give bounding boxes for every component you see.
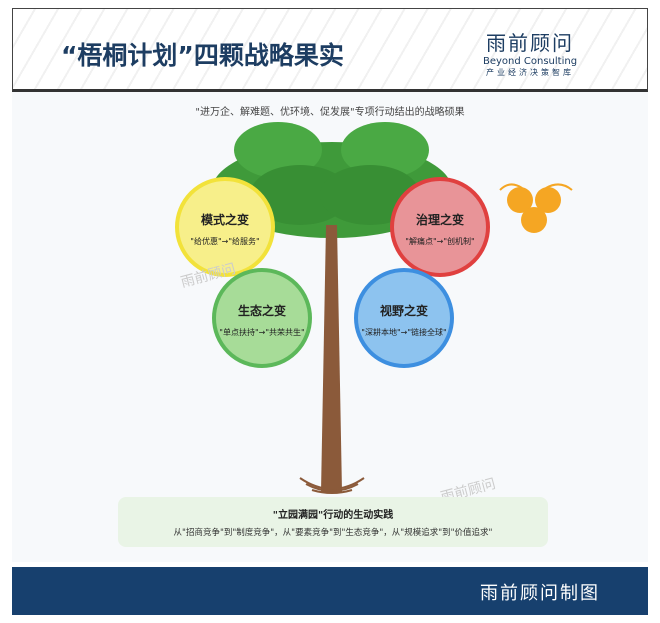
fruit-ecology-change: 生态之变 "单点扶持"→"共荣共生" (212, 268, 312, 368)
practice-box: "立园满园"行动的生动实践 从"招商竞争"到"制度竞争"，从"要素竞争"到"生态… (118, 497, 548, 547)
logo: 雨前顾问 Beyond Consulting 产业经济决策智库 (483, 27, 577, 78)
fruit-text: "解痛点"→"创机制" (405, 237, 475, 246)
tree-trunk (321, 225, 342, 492)
fruit-mode-change: 模式之变 "给优惠"→"给服务" (175, 177, 275, 277)
footer-credit: 雨前顾问制图 (480, 583, 600, 604)
fruit-text: "深耕本地"→"链接全球" (361, 328, 447, 337)
diagram-subtitle: "进万企、解难题、优环境、促发展"专项行动结出的战略硕果 (195, 107, 465, 118)
practice-text: 从"招商竞争"到"制度竞争"，从"要素竞争"到"生态竞争"，从"规模追求"到"价… (173, 528, 493, 538)
logo-en: Beyond Consulting (483, 56, 578, 67)
fruit-governance-change: 治理之变 "解痛点"→"创机制" (390, 177, 490, 277)
header-banner: “梧桐计划”四颗战略果实 雨前顾问 Beyond Consulting 产业经济… (12, 8, 648, 92)
fruit-text: "单点扶持"→"共荣共生" (219, 328, 305, 337)
practice-title: "立园满园"行动的生动实践 (272, 510, 394, 521)
footer-bar: 雨前顾问制图 (12, 567, 648, 615)
fruit-vision-change: 视野之变 "深耕本地"→"链接全球" (354, 268, 454, 368)
logo-cn: 雨前顾问 (486, 31, 575, 55)
fruit-text: "给优惠"→"给服务" (190, 237, 260, 246)
fruit-title: 视野之变 (379, 304, 428, 318)
fruit-title: 生态之变 (237, 304, 286, 318)
fruit-title: 治理之变 (415, 213, 464, 227)
butterfly-icon (499, 183, 573, 233)
page-title: “梧桐计划”四颗战略果实 (61, 41, 344, 70)
logo-sub: 产业经济决策智库 (486, 68, 575, 77)
tree-roots (299, 477, 365, 494)
fruit-title: 模式之变 (200, 213, 249, 227)
